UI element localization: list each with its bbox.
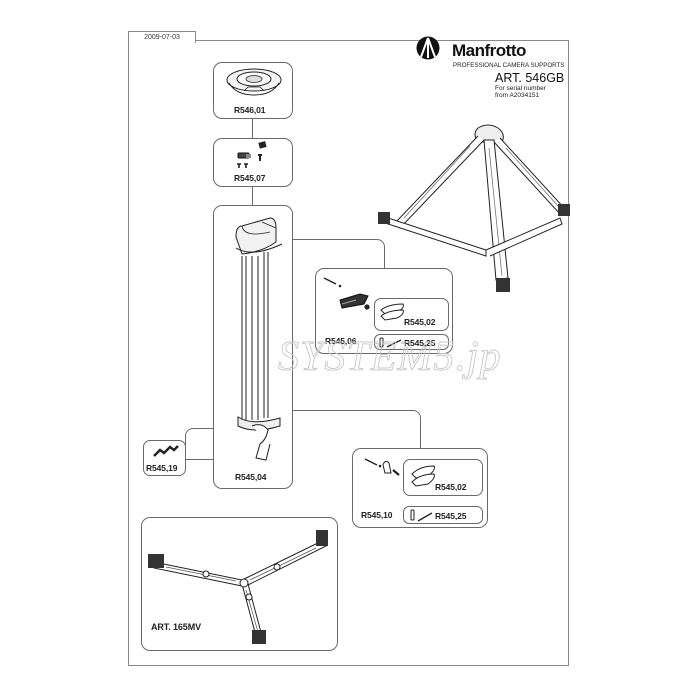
- date-tab: 2009-07-03: [128, 31, 196, 43]
- pin-and-screw-icon: [379, 337, 402, 348]
- tripod-top-casting-icon: [226, 68, 282, 96]
- lock-kit-parts-icon: [364, 458, 400, 476]
- brand-name: Manfrotto: [452, 41, 526, 60]
- connector-line: [252, 186, 253, 205]
- connector-line: [185, 428, 214, 460]
- spreader-clamp-icon: [380, 303, 404, 321]
- serial-note-line2: from A2034151: [495, 92, 540, 99]
- screw-kit-icon: [237, 141, 267, 168]
- connector-line: [292, 239, 385, 269]
- part-code-art-165mv: ART. 165MV: [151, 622, 202, 632]
- part-code-r545-06: R545,06: [325, 336, 357, 346]
- floor-spreader-icon: [148, 530, 328, 644]
- assembled-tripod-icon: [378, 124, 570, 292]
- part-box-upper-lock-kit[interactable]: R545,02 R545,25 R545,06: [315, 268, 453, 354]
- part-code-r545-07: R545,07: [234, 173, 266, 183]
- part-code-r545-19: R545,19: [146, 463, 178, 473]
- connector-line: [292, 410, 421, 449]
- connector-line: [252, 118, 253, 138]
- part-box-top-casting[interactable]: R546,01: [213, 62, 293, 119]
- part-code-r545-10: R545,10: [361, 510, 393, 520]
- watermark: SYSTEM5.jp: [278, 334, 502, 381]
- sub-box-spreader-clamp[interactable]: R545,02: [374, 298, 449, 331]
- pin-and-screw-icon: [410, 509, 433, 522]
- part-code-r545-02: R545,02: [435, 482, 467, 492]
- part-box-floor-spreader[interactable]: ART. 165MV: [141, 517, 338, 651]
- sub-box-pin-and-screw[interactable]: R545,25: [403, 506, 483, 524]
- part-code-r546-01: R546,01: [234, 105, 266, 115]
- brand-header: Manfrotto PROFESSIONAL CAMERA SUPPORTS A…: [414, 34, 566, 99]
- part-box-screw-kit[interactable]: R545,07: [213, 138, 293, 187]
- lock-kit-parts-icon: [323, 277, 370, 310]
- sub-box-pin-and-screw[interactable]: R545,25: [374, 334, 449, 350]
- part-code-r545-04: R545,04: [235, 472, 267, 482]
- tripod-leg-icon: [235, 217, 283, 461]
- part-code-r545-02: R545,02: [404, 317, 436, 327]
- page-border: [128, 40, 569, 666]
- spreader-clamp-icon: [411, 465, 435, 487]
- brand-tagline: PROFESSIONAL CAMERA SUPPORTS: [453, 62, 565, 69]
- part-box-leg[interactable]: R545,04: [213, 205, 293, 489]
- sub-box-spreader-clamp[interactable]: R545,02: [403, 459, 483, 496]
- tripod-logo-icon: [416, 36, 440, 60]
- part-code-r545-25: R545,25: [435, 511, 467, 521]
- leg-lock-clip-icon: [153, 445, 179, 457]
- part-box-lower-lock-kit[interactable]: R545,02 R545,25 R545,10: [352, 448, 488, 528]
- part-code-r545-25: R545,25: [404, 338, 436, 348]
- serial-note-line1: For serial number: [495, 85, 546, 92]
- article-title: ART. 546GB: [495, 71, 565, 85]
- part-box-leg-lock-clip[interactable]: R545,19: [143, 440, 186, 476]
